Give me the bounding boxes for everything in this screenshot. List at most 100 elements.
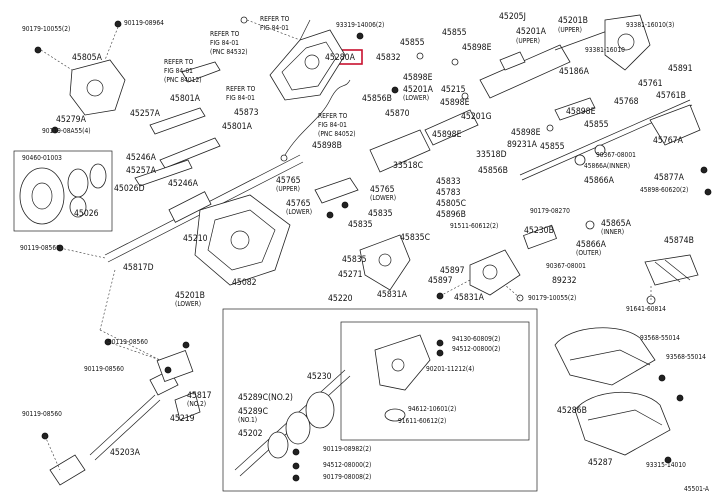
part-label-p45767A[interactable]: 45767A bbox=[653, 136, 684, 146]
part-label-p45898E_2[interactable]: 45898E bbox=[403, 73, 433, 83]
part-label-p45856B_2[interactable]: 45856B bbox=[478, 166, 508, 176]
part-label-p45805A[interactable]: 45805A bbox=[72, 53, 103, 63]
part-label-p45287[interactable]: 45287 bbox=[588, 458, 613, 468]
part-label-p90119_08560_4[interactable]: 90119-08560 bbox=[22, 410, 62, 418]
part-label-p45765_low[interactable]: 45765 bbox=[286, 199, 311, 209]
part-label-p45271[interactable]: 45271 bbox=[338, 270, 363, 280]
part-label-p45201B_up2[interactable]: (UPPER) bbox=[558, 26, 582, 34]
part-label-p45855_2[interactable]: 45855 bbox=[442, 28, 467, 38]
part-label-p45831A_1[interactable]: 45831A bbox=[377, 290, 408, 300]
part-label-p90367_08001_1[interactable]: 90367-08001 bbox=[596, 151, 636, 159]
part-label-p45279A[interactable]: 45279A bbox=[56, 115, 87, 125]
part-label-p33518D[interactable]: 33518D bbox=[476, 150, 507, 160]
part-label-p45765_up2[interactable]: (UPPER) bbox=[276, 185, 300, 193]
part-label-p45201G[interactable]: 45201G bbox=[461, 112, 492, 122]
part-label-p45220[interactable]: 45220 bbox=[328, 294, 353, 304]
part-label-p45835C[interactable]: 45835C bbox=[400, 233, 430, 243]
part-label-ref84_01_b2[interactable]: FIG 84-01 bbox=[210, 39, 239, 47]
part-label-ref84_01_b[interactable]: REFER TO bbox=[210, 30, 240, 38]
part-label-p45201A_up[interactable]: 45201A bbox=[516, 27, 547, 37]
part-label-p45186A[interactable]: 45186A bbox=[559, 67, 590, 77]
part-label-p45835_3[interactable]: 45835 bbox=[342, 255, 367, 265]
part-label-p90119_08560_2[interactable]: 90119-08560 bbox=[108, 338, 148, 346]
part-label-p45219[interactable]: 45219 bbox=[170, 414, 195, 424]
part-label-ref84_01_c[interactable]: REFER TO bbox=[164, 58, 194, 66]
part-label-ref84_01_a[interactable]: REFER TO bbox=[260, 15, 290, 23]
part-label-p45286B[interactable]: 45286B bbox=[557, 406, 587, 416]
part-label-p94612_10601[interactable]: 94612-10601(2) bbox=[408, 405, 456, 413]
part-label-p45289C_1b[interactable]: (NO.1) bbox=[238, 416, 257, 424]
part-label-p93315_14010[interactable]: 93315-14010 bbox=[646, 461, 686, 469]
part-label-p89232[interactable]: 89232 bbox=[552, 276, 577, 286]
part-label-p45201B_up[interactable]: 45201B bbox=[558, 16, 588, 26]
part-label-p45877A[interactable]: 45877A bbox=[654, 173, 685, 183]
part-label-p45201B_2[interactable]: (LOWER) bbox=[175, 300, 201, 308]
part-label-p45768[interactable]: 45768 bbox=[614, 97, 639, 107]
part-label-p45898E_4[interactable]: 45898E bbox=[566, 107, 596, 117]
part-label-p45898B_1[interactable]: 45898B bbox=[312, 141, 342, 151]
part-label-p90179_10055_2[interactable]: 90179-10055(2) bbox=[22, 25, 70, 33]
part-label-p90367_08001_2[interactable]: 90367-08001 bbox=[546, 262, 586, 270]
part-label-p45833[interactable]: 45833 bbox=[436, 177, 461, 187]
part-label-p45289C_2[interactable]: 45289C(NO.2) bbox=[238, 393, 293, 403]
part-label-p45866A_outer2[interactable]: (OUTER) bbox=[576, 249, 601, 257]
part-label-p45801A_1[interactable]: 45801A bbox=[170, 94, 201, 104]
part-label-p94130_60809[interactable]: 94130-60809(2) bbox=[452, 335, 500, 343]
part-label-p45201A_up2[interactable]: (UPPER) bbox=[516, 37, 540, 45]
part-label-p45026[interactable]: 45026 bbox=[74, 209, 99, 219]
part-label-p45201A_low2[interactable]: (LOWER) bbox=[403, 94, 429, 102]
part-label-ref84_01_e3[interactable]: (PNC 84052) bbox=[318, 130, 356, 138]
part-label-p45202[interactable]: 45202 bbox=[238, 429, 263, 439]
part-label-p45898E_1[interactable]: 45898E bbox=[462, 43, 492, 53]
part-label-p45201A_low[interactable]: 45201A bbox=[403, 85, 434, 95]
part-label-p45856B[interactable]: 45856B bbox=[362, 94, 392, 104]
part-label-p45832[interactable]: 45832 bbox=[376, 53, 401, 63]
part-label-p90201_11212[interactable]: 90201-11212(4) bbox=[426, 365, 474, 373]
part-label-p45898E_3[interactable]: 45898E bbox=[440, 98, 470, 108]
part-label-p45210[interactable]: 45210 bbox=[183, 234, 208, 244]
part-label-ref84_01_e2[interactable]: FIG 84-01 bbox=[318, 121, 347, 129]
part-label-p45866A_outer[interactable]: 45866A bbox=[576, 240, 607, 250]
part-label-p93319_14006[interactable]: 93319-14006(2) bbox=[336, 21, 384, 29]
part-label-p45874B[interactable]: 45874B bbox=[664, 236, 694, 246]
part-label-p45898_60620[interactable]: 45898-60620(2) bbox=[640, 186, 688, 194]
part-label-p90179_08008[interactable]: 90179-08008(2) bbox=[323, 473, 371, 481]
part-label-p45765_up[interactable]: 45765 bbox=[276, 176, 301, 186]
part-label-p90119_08455[interactable]: 90119-08A55(4) bbox=[42, 127, 91, 135]
part-label-p90119_08982[interactable]: 90119-08982(2) bbox=[323, 445, 371, 453]
part-label-p33518C[interactable]: 33518C bbox=[393, 161, 423, 171]
part-label-ref84_01_c3[interactable]: (PNC 84012) bbox=[164, 76, 202, 84]
part-label-p93381_16010_3[interactable]: 93381-16010(3) bbox=[626, 21, 674, 29]
part-label-p91611_60612[interactable]: 91611-60612(2) bbox=[398, 417, 446, 425]
part-label-p45230[interactable]: 45230 bbox=[307, 372, 332, 382]
part-label-p45205J[interactable]: 45205J bbox=[499, 12, 526, 22]
part-label-p93568_55014_1[interactable]: 93568-55014 bbox=[640, 334, 680, 342]
part-label-p45898E_6[interactable]: 45898E bbox=[432, 130, 462, 140]
part-label-p45246A_2[interactable]: 45246A bbox=[168, 179, 199, 189]
part-label-p45246A_1[interactable]: 45246A bbox=[126, 153, 157, 163]
part-label-p45783[interactable]: 45783 bbox=[436, 188, 461, 198]
part-label-p45898E_5[interactable]: 45898E bbox=[511, 128, 541, 138]
part-label-p94512_00800[interactable]: 94512-00800(2) bbox=[452, 345, 500, 353]
part-label-p90119_08560_1[interactable]: 90119-08560 bbox=[20, 244, 60, 252]
part-label-p45289C_1[interactable]: 45289C bbox=[238, 407, 268, 417]
part-label-p45835_2[interactable]: 45835 bbox=[348, 220, 373, 230]
part-label-p45082[interactable]: 45082 bbox=[232, 278, 257, 288]
part-label-p90460_01003[interactable]: 90460-01003 bbox=[22, 154, 62, 162]
part-label-p45891[interactable]: 45891 bbox=[668, 64, 693, 74]
part-label-ref84_01_d[interactable]: REFER TO bbox=[226, 85, 256, 93]
part-label-p45866A_1[interactable]: 45866A bbox=[584, 176, 615, 186]
part-label-p45855_4[interactable]: 45855 bbox=[540, 142, 565, 152]
part-label-p90179_10055_2b[interactable]: 90179-10055(2) bbox=[528, 294, 576, 302]
part-label-p45873[interactable]: 45873 bbox=[234, 108, 259, 118]
part-label-p45865A[interactable]: 45865A bbox=[601, 219, 632, 229]
part-label-p45835_1[interactable]: 45835 bbox=[368, 209, 393, 219]
part-label-p91641_60814[interactable]: 91641-60814 bbox=[626, 305, 666, 313]
part-label-p45897_1[interactable]: 45897 bbox=[440, 266, 465, 276]
part-label-p45026D[interactable]: 45026D bbox=[114, 184, 145, 194]
part-label-ref84_01_b3[interactable]: (PNC 84532) bbox=[210, 48, 248, 56]
part-label-p45801A_2[interactable]: 45801A bbox=[222, 122, 253, 132]
part-label-footer[interactable]: 45501-A bbox=[684, 485, 710, 493]
part-label-p90119_08560_3[interactable]: 90119-08560 bbox=[84, 365, 124, 373]
part-label-p45896B[interactable]: 45896B bbox=[436, 210, 466, 220]
